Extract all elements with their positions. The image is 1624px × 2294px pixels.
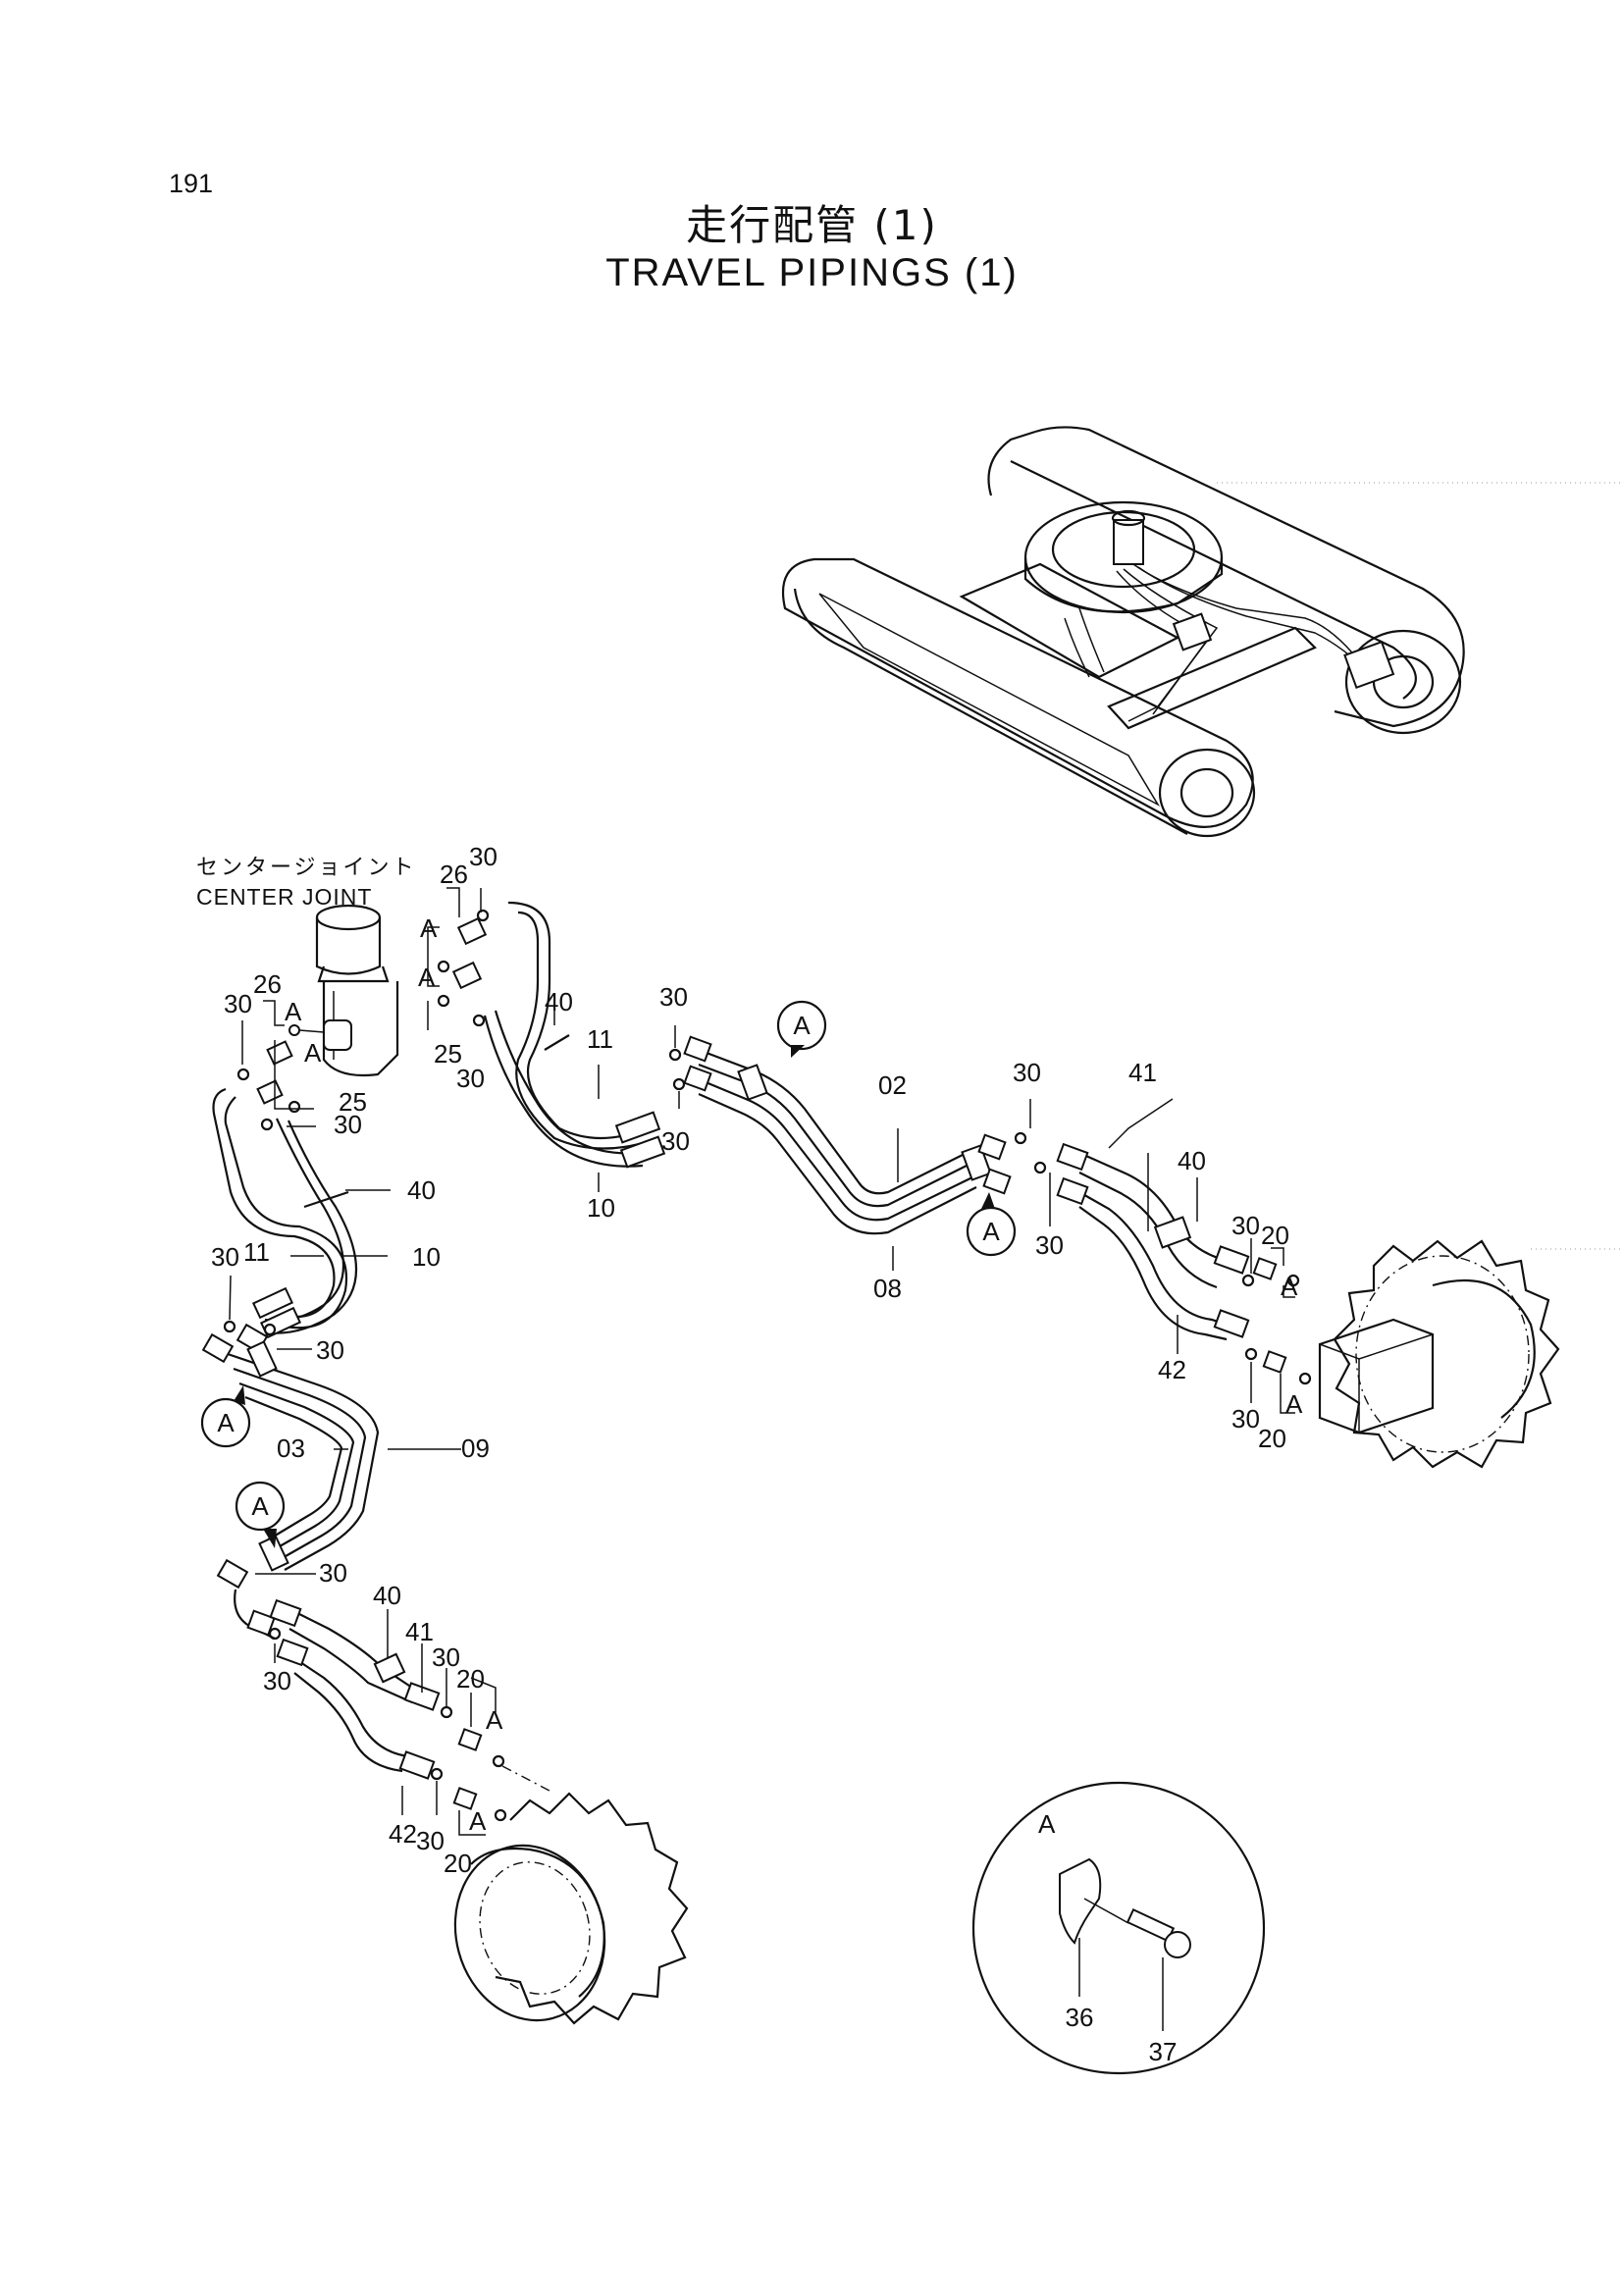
pipes-02-08 <box>668 1035 1047 1235</box>
svg-text:A: A <box>793 1011 811 1040</box>
svg-text:A: A <box>420 913 438 943</box>
svg-text:41: 41 <box>405 1617 434 1646</box>
detail-a-view: A 36 37 <box>971 1781 1266 2075</box>
svg-text:30: 30 <box>316 1335 344 1365</box>
svg-text:30: 30 <box>211 1242 239 1272</box>
svg-text:10: 10 <box>587 1193 615 1223</box>
left-travel-motor-sprocket <box>453 1792 689 2025</box>
svg-text:40: 40 <box>545 987 573 1017</box>
callout-circle-a-2: A <box>966 1192 1017 1257</box>
svg-text:09: 09 <box>461 1434 490 1463</box>
svg-text:25: 25 <box>339 1087 367 1117</box>
svg-text:36: 36 <box>1066 2003 1094 2032</box>
undercarriage-overview <box>781 426 1624 1250</box>
callout-circle-a-4: A <box>235 1481 286 1548</box>
svg-text:41: 41 <box>1128 1058 1157 1087</box>
left-travel-motor-hoses <box>234 1589 550 1822</box>
svg-text:40: 40 <box>373 1581 401 1610</box>
svg-text:03: 03 <box>277 1434 305 1463</box>
svg-text:08: 08 <box>873 1274 902 1303</box>
svg-text:02: 02 <box>878 1070 907 1100</box>
svg-text:A: A <box>1038 1809 1056 1839</box>
svg-text:30: 30 <box>1035 1230 1064 1260</box>
svg-text:30: 30 <box>263 1666 291 1695</box>
svg-text:30: 30 <box>456 1064 485 1093</box>
svg-text:30: 30 <box>416 1826 445 1855</box>
svg-text:30: 30 <box>319 1558 347 1588</box>
svg-text:A: A <box>304 1038 322 1068</box>
page-number: 191 <box>169 169 214 198</box>
svg-text:A: A <box>418 963 436 992</box>
svg-text:A: A <box>982 1217 1000 1246</box>
svg-text:25: 25 <box>434 1039 462 1069</box>
svg-text:20: 20 <box>456 1664 485 1694</box>
svg-text:30: 30 <box>661 1126 690 1156</box>
center-joint-fittings <box>236 909 490 1131</box>
svg-text:40: 40 <box>407 1175 436 1205</box>
svg-text:11: 11 <box>243 1237 270 1267</box>
page-title-english: TRAVEL PIPINGS (1) <box>605 251 1019 294</box>
svg-text:30: 30 <box>659 982 688 1012</box>
svg-text:30: 30 <box>1231 1404 1260 1434</box>
svg-text:A: A <box>486 1705 503 1735</box>
svg-text:26: 26 <box>440 860 468 889</box>
page-title-japanese: 走行配管 (1) <box>686 201 938 249</box>
svg-text:20: 20 <box>1258 1424 1286 1453</box>
svg-text:30: 30 <box>1231 1211 1260 1240</box>
right-travel-motor-sprocket <box>1318 1239 1560 1469</box>
svg-text:10: 10 <box>412 1242 441 1272</box>
right-travel-motor-hoses <box>1056 1142 1312 1385</box>
svg-text:11: 11 <box>587 1024 613 1054</box>
svg-text:26: 26 <box>253 969 282 999</box>
svg-text:40: 40 <box>1178 1146 1206 1175</box>
leader-lines <box>229 887 1295 1836</box>
svg-text:20: 20 <box>444 1849 472 1878</box>
svg-text:A: A <box>285 997 302 1026</box>
svg-text:A: A <box>469 1806 487 1836</box>
center-joint-label-japanese: センタージョイント <box>196 856 417 880</box>
svg-text:A: A <box>251 1491 269 1521</box>
svg-text:A: A <box>217 1408 235 1437</box>
part-number-labels: 30 26 A A 25 30 40 11 10 30 26 A A 25 30… <box>211 842 1303 1878</box>
svg-text:20: 20 <box>1261 1221 1289 1250</box>
hoses-10-11-upper <box>483 901 666 1169</box>
svg-text:A: A <box>1285 1389 1303 1419</box>
callout-circle-a-1: A <box>776 1000 827 1058</box>
svg-text:37: 37 <box>1149 2037 1178 2066</box>
svg-text:42: 42 <box>389 1819 417 1849</box>
svg-text:30: 30 <box>432 1642 460 1672</box>
svg-text:42: 42 <box>1158 1355 1186 1384</box>
svg-text:A: A <box>1281 1272 1298 1301</box>
svg-text:30: 30 <box>1013 1058 1041 1087</box>
svg-text:30: 30 <box>469 842 498 871</box>
svg-text:30: 30 <box>334 1110 362 1139</box>
callout-circle-a-3: A <box>200 1385 251 1448</box>
svg-text:30: 30 <box>224 989 252 1018</box>
center-joint-assembly <box>288 904 399 1077</box>
pipes-03-09 <box>201 1320 380 1590</box>
